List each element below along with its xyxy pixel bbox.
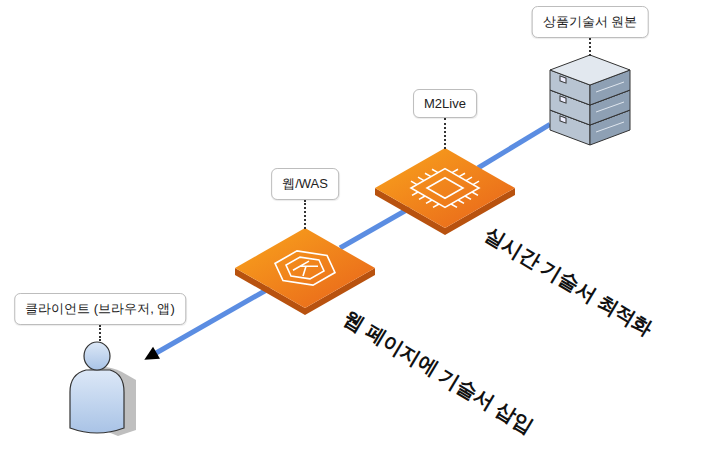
node-label: M2Live [413, 89, 477, 118]
flow-caption: 웹 페이지에 기술서 삽입 [340, 306, 538, 438]
client-node: 클라이언트 (브라우저, 앱) [60, 340, 140, 430]
node-label: 클라이언트 (브라우저, 앱) [14, 293, 186, 325]
was-icon [235, 228, 375, 315]
leader-line [444, 118, 446, 149]
node-label: 웹/WAS [271, 168, 339, 200]
process-node: M2Live [410, 168, 480, 208]
client-icon [70, 342, 136, 436]
server-icon [550, 55, 630, 145]
m2live-icon [375, 148, 515, 235]
flow-connector [340, 208, 410, 248]
flow-connector [478, 124, 550, 168]
source-server: 상품기술서 원본 [550, 55, 630, 145]
process-node: 웹/WAS [270, 248, 340, 288]
leader-line [589, 38, 591, 56]
leader-line [99, 325, 101, 341]
leader-line [304, 200, 306, 229]
flow-caption: 실시간 기술서 최적화 [481, 222, 657, 341]
node-label: 상품기술서 원본 [532, 6, 649, 38]
